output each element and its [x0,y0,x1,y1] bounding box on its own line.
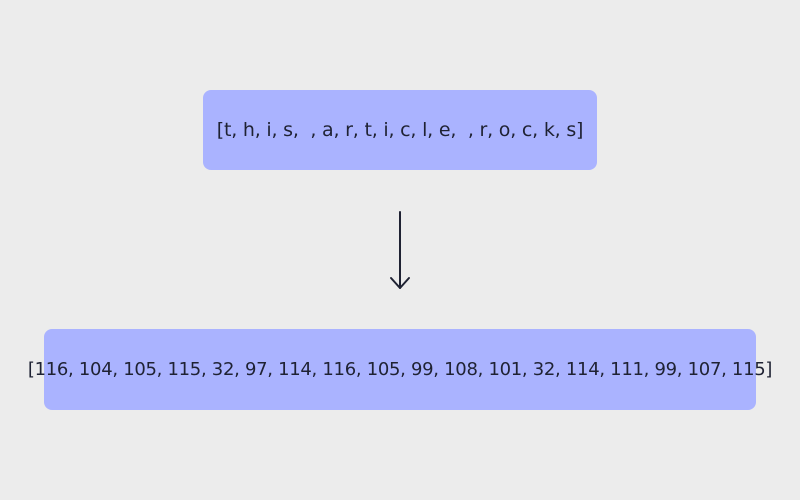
input-characters-text: [t, h, i, s, , a, r, t, i, c, l, e, , r,… [216,119,584,141]
output-codes-text: [116, 104, 105, 115, 32, 97, 114, 116, 1… [27,359,773,380]
input-characters-box: [t, h, i, s, , a, r, t, i, c, l, e, , r,… [203,90,597,170]
down-arrow-icon [390,211,410,289]
output-codes-box: [116, 104, 105, 115, 32, 97, 114, 116, 1… [28,329,772,410]
